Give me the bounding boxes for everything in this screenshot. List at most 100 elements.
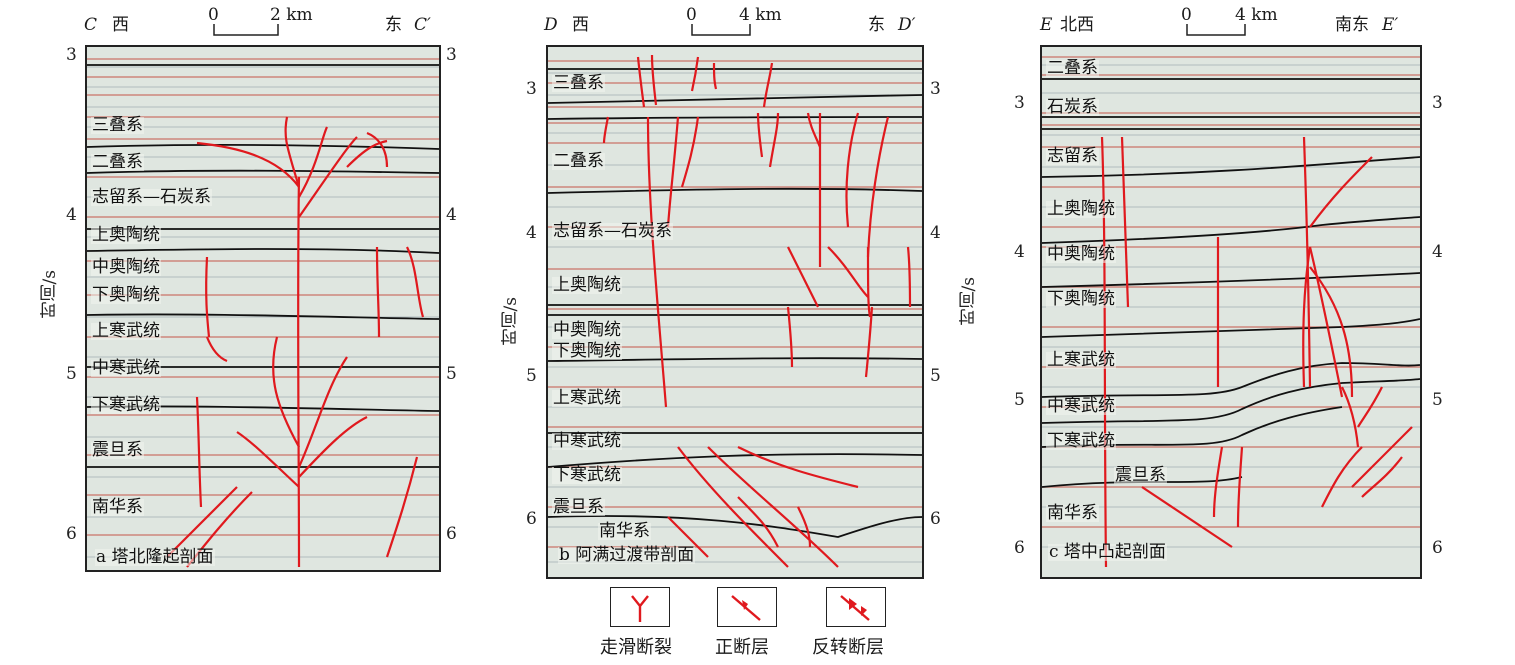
- section-c-tick-left: 3: [1014, 93, 1025, 113]
- section-b-tick-right: 3: [930, 79, 941, 99]
- section-b-tick-right: 4: [930, 223, 941, 243]
- section-a-layer-label: 下奥陶统: [91, 285, 161, 305]
- legend-reverse-label: 反转断层: [812, 637, 884, 658]
- section-b-layer-label: 下寒武统: [552, 465, 622, 485]
- section-b-left-direction: 西: [572, 15, 589, 35]
- section-b-tick-left: 3: [526, 79, 537, 99]
- section-b-seismic-image: 三叠系 二叠系 志留系—石炭系 上奥陶统 中奥陶统 下奥陶统 上寒武统 中寒武统…: [546, 45, 924, 579]
- section-c-layer-label: 中寒武统: [1046, 396, 1116, 416]
- legend-reverse-box: [826, 587, 886, 627]
- section-b-layer-label: 震旦系: [552, 497, 605, 517]
- section-b-left-end: D: [544, 15, 558, 35]
- section-a-layer-label: 下寒武统: [91, 395, 161, 415]
- section-a-layer-label: 上奥陶统: [91, 225, 161, 245]
- section-b-layer-label: 中寒武统: [552, 431, 622, 451]
- section-b-tick-left: 4: [526, 223, 537, 243]
- section-c-y-axis-label: 时间/s: [959, 277, 979, 326]
- section-a-layer-label: 南华系: [91, 497, 144, 517]
- section-b-tick-right: 5: [930, 366, 941, 386]
- section-b-layer-label: 上奥陶统: [552, 275, 622, 295]
- section-c-seismic-image: 二叠系 石炭系 志留系 上奥陶统 中奥陶统 下奥陶统 上寒武统 中寒武统 下寒武…: [1040, 45, 1422, 579]
- section-a-tick-left: 4: [66, 205, 77, 225]
- section-c-layer-label: 南华系: [1046, 503, 1099, 523]
- legend-normal-label: 正断层: [715, 637, 769, 658]
- section-b-tick-right: 6: [930, 509, 941, 529]
- section-c-layer-label: 下寒武统: [1046, 431, 1116, 451]
- section-b-scale-bar: [691, 24, 751, 36]
- section-b: D 西 0 4 km 东 D′ 时间/s 3 4 5 6 3 4 5 6: [500, 0, 980, 665]
- section-a-tick-right: 6: [446, 524, 457, 544]
- section-c-scale-zero: 0: [1181, 5, 1192, 25]
- section-a: C 西 0 2 km 东 C′ 时间/s 3 4 5 6 3 4 5 6: [0, 0, 500, 590]
- section-c-reflectors: [1042, 56, 1420, 568]
- reverse-fault-icon: [840, 595, 870, 621]
- section-b-layer-label: 三叠系: [552, 73, 605, 93]
- section-a-seismic-image: 三叠系 二叠系 志留系—石炭系 上奥陶统 中奥陶统 下奥陶统 上寒武统 中寒武统…: [85, 45, 441, 572]
- flower-fault-icon: [631, 595, 649, 622]
- section-a-tick-left: 5: [66, 364, 77, 384]
- section-b-tick-left: 6: [526, 509, 537, 529]
- section-a-tick-left: 6: [66, 524, 77, 544]
- section-c: E 北西 0 4 km 南东 E′ 时间/s 3 4 5 6 3 4 5 6: [959, 0, 1515, 590]
- section-a-layer-label: 震旦系: [91, 440, 144, 460]
- section-b-caption: b 阿满过渡带剖面: [558, 545, 696, 565]
- section-a-y-axis-label: 时间/s: [40, 270, 60, 319]
- section-b-right-direction: 东: [868, 15, 885, 35]
- section-c-scale-length: 4 km: [1235, 5, 1278, 25]
- section-c-layer-label: 下奥陶统: [1046, 289, 1116, 309]
- section-a-layer-label: 二叠系: [91, 152, 144, 172]
- section-c-tick-right: 4: [1432, 242, 1443, 262]
- section-b-tick-left: 5: [526, 366, 537, 386]
- section-c-layer-label: 上奥陶统: [1046, 199, 1116, 219]
- section-b-reflectors: [548, 54, 922, 568]
- section-b-right-end: D′: [898, 15, 916, 35]
- section-b-layer-label: 南华系: [598, 521, 651, 541]
- section-a-right-end: C′: [414, 15, 431, 35]
- section-c-scale-bar: [1186, 24, 1246, 36]
- legend-normal-box: [717, 587, 777, 627]
- section-c-layer-label: 二叠系: [1046, 58, 1099, 78]
- section-a-right-direction: 东: [385, 15, 402, 35]
- section-b-y-axis-label: 时间/s: [501, 297, 521, 346]
- section-c-tick-left: 4: [1014, 242, 1025, 262]
- legend-strike-slip-label: 走滑断裂: [600, 637, 672, 658]
- section-c-right-end: E′: [1382, 15, 1399, 35]
- section-c-tick-left: 5: [1014, 390, 1025, 410]
- section-c-left-end: E: [1040, 15, 1053, 35]
- section-b-layer-label: 下奥陶统: [552, 341, 622, 361]
- section-a-layer-label: 上寒武统: [91, 321, 161, 341]
- section-a-layer-label: 中奥陶统: [91, 257, 161, 277]
- section-b-layer-label: 二叠系: [552, 151, 605, 171]
- section-c-left-direction: 北西: [1060, 15, 1094, 35]
- section-a-scale-zero: 0: [208, 5, 219, 25]
- section-a-scale-length: 2 km: [270, 5, 313, 25]
- section-b-scale-zero: 0: [686, 5, 697, 25]
- section-a-scale-bar: [213, 24, 279, 36]
- section-c-layer-label: 上寒武统: [1046, 350, 1116, 370]
- section-a-tick-left: 3: [66, 45, 77, 65]
- section-a-tick-right: 4: [446, 205, 457, 225]
- section-b-layer-label: 中奥陶统: [552, 320, 622, 340]
- section-c-layer-label: 中奥陶统: [1046, 244, 1116, 264]
- section-a-left-direction: 西: [112, 15, 129, 35]
- section-b-scale-length: 4 km: [739, 5, 782, 25]
- section-a-caption: a 塔北隆起剖面: [95, 547, 215, 567]
- section-c-tick-left: 6: [1014, 538, 1025, 558]
- section-a-left-end: C: [84, 15, 98, 35]
- section-c-tick-right: 3: [1432, 93, 1443, 113]
- section-a-tick-right: 5: [446, 364, 457, 384]
- section-c-layer-label: 志留系: [1046, 146, 1099, 166]
- section-b-layer-label: 志留系—石炭系: [552, 221, 673, 241]
- section-a-layer-label: 中寒武统: [91, 358, 161, 378]
- section-a-layer-label: 三叠系: [91, 115, 144, 135]
- normal-fault-icon: [731, 595, 761, 621]
- section-b-layer-label: 上寒武统: [552, 388, 622, 408]
- section-a-tick-right: 3: [446, 45, 457, 65]
- section-c-right-direction: 南东: [1335, 15, 1369, 35]
- section-c-tick-right: 6: [1432, 538, 1443, 558]
- section-c-layer-label: 震旦系: [1114, 465, 1167, 485]
- legend-strike-slip-box: [610, 587, 670, 627]
- section-c-tick-right: 5: [1432, 390, 1443, 410]
- section-c-caption: c 塔中凸起剖面: [1048, 542, 1167, 562]
- section-c-layer-label: 石炭系: [1046, 97, 1099, 117]
